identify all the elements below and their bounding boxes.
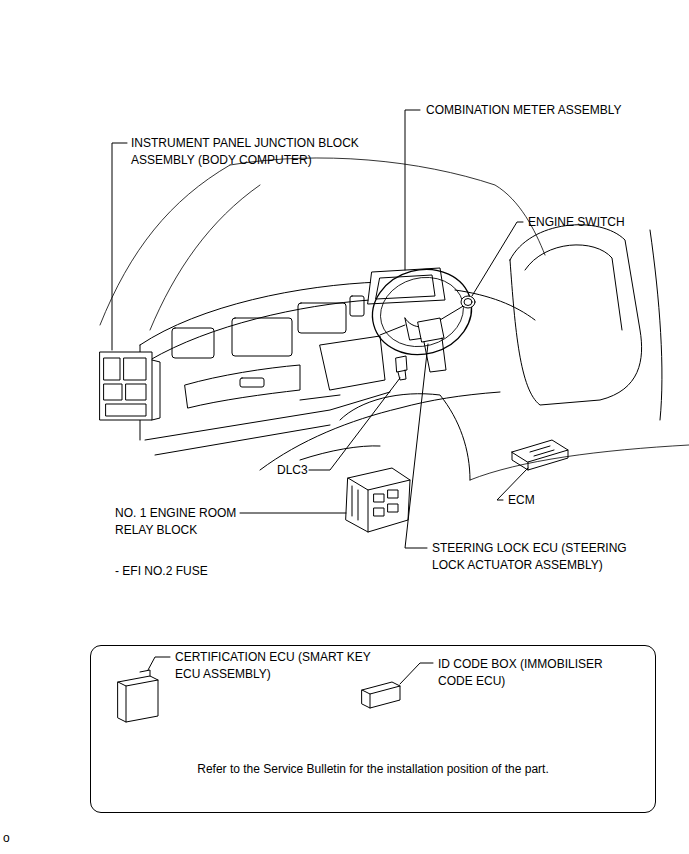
part-label: INSTRUMENT PANEL JUNCTION BLOCK ASSEMBLY… [131,135,393,169]
part-label: CERTIFICATION ECU (SMART KEY ECU ASSEMBL… [175,649,371,683]
part-label: ID CODE BOX (IMMOBILISER CODE ECU) [438,656,616,690]
part-label: DLC3 [277,462,308,479]
part-label: ECM [508,492,535,509]
part-label: COMBINATION METER ASSEMBLY [426,102,622,119]
note-text: Refer to the Service Bulletin for the in… [99,761,647,778]
part-label: NO. 1 ENGINE ROOM RELAY BLOCK [115,505,265,539]
part-label: STEERING LOCK ECU (STEERING LOCK ACTUATO… [432,540,654,574]
part-label: ENGINE SWITCH [528,214,625,231]
page-mark: o [3,830,10,847]
note-box: CERTIFICATION ECU (SMART KEY ECU ASSEMBL… [90,645,656,813]
fuse-label: - EFI NO.2 FUSE [115,563,208,580]
